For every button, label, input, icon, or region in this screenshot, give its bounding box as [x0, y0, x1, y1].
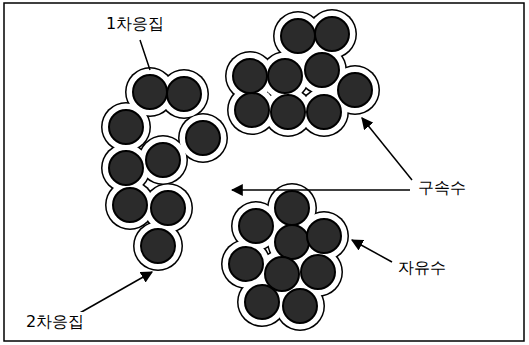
callout-label: 구속수: [416, 178, 468, 197]
leader-line: [140, 40, 150, 70]
leader-arrow: [78, 272, 152, 314]
frame-border: [4, 3, 524, 341]
callout-label: 1차응집: [104, 14, 166, 33]
soil-particle: [109, 17, 372, 323]
leader-arrow: [362, 118, 412, 180]
leader-arrow: [232, 189, 410, 191]
water-film: [103, 11, 379, 330]
callout-label: 2차응집: [24, 312, 86, 331]
water-film-rim: [101, 9, 380, 331]
callout-label: 자유수: [396, 258, 448, 277]
leader-arrow: [352, 240, 392, 262]
